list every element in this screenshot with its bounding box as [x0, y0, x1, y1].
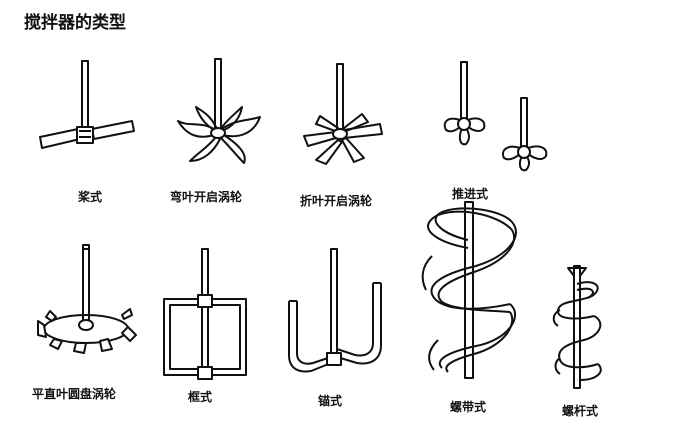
screw-impeller-icon	[548, 262, 618, 392]
helical-ribbon-impeller-icon	[412, 200, 522, 390]
curved-blade-open-turbine-icon	[170, 55, 270, 170]
flat-blade-disc-turbine-icon	[36, 245, 146, 365]
caption-propeller: 推进式	[452, 187, 489, 201]
caption-curved-blade-open-turbine: 弯叶开启涡轮	[170, 190, 243, 204]
frame-impeller-icon	[160, 245, 260, 385]
caption-flat-blade-disc-turbine: 平直叶圆盘涡轮	[32, 387, 117, 401]
paddle-impeller-icon	[30, 55, 150, 170]
caption-anchor: 锚式	[318, 394, 343, 408]
caption-helical-ribbon: 螺带式	[450, 400, 487, 414]
caption-paddle: 桨式	[78, 190, 103, 204]
diagram-title: 搅拌器的类型	[24, 13, 126, 33]
caption-screw: 螺杆式	[562, 404, 599, 418]
pitched-blade-open-turbine-icon	[296, 60, 396, 175]
caption-pitched-blade-open-turbine: 折叶开启涡轮	[300, 194, 373, 208]
caption-frame: 框式	[188, 390, 213, 404]
anchor-impeller-icon	[285, 245, 385, 385]
propeller-impeller-icon	[440, 58, 560, 173]
